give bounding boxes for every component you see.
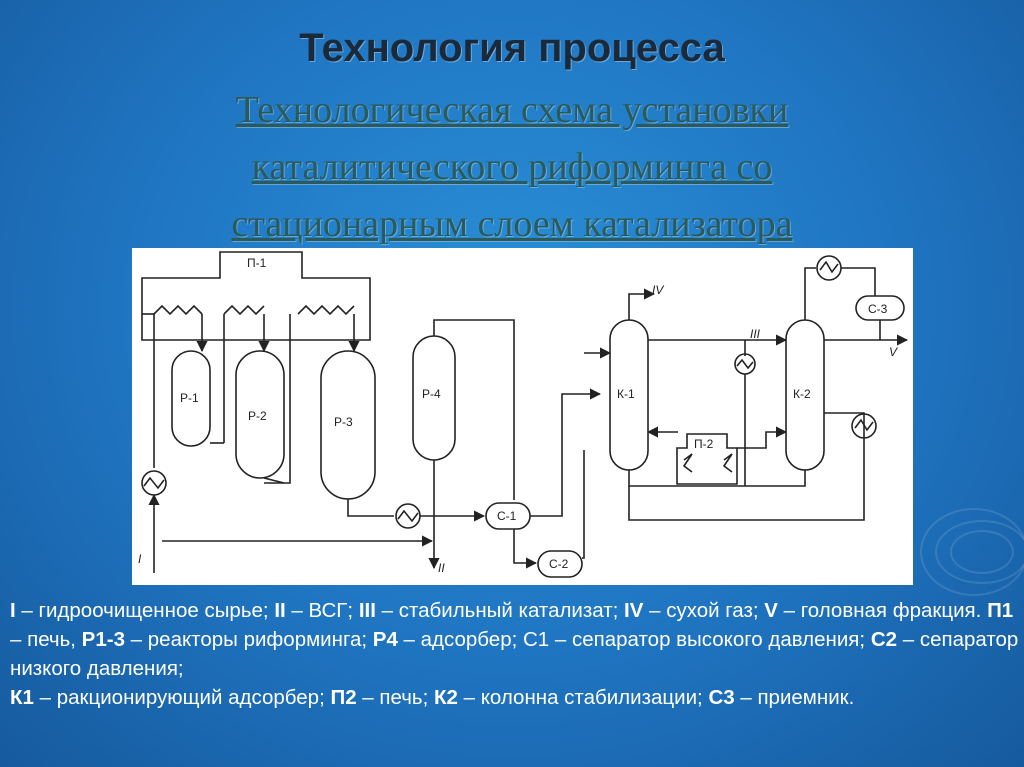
legend-key: П2: [330, 686, 357, 709]
legend-key: С3: [708, 686, 735, 709]
legend-key: С2: [870, 628, 898, 651]
stream-label-i: I: [138, 552, 142, 566]
legend-desc: – реакторы риформинга;: [124, 628, 373, 651]
subtitle-line: Технологическая схема установки: [235, 89, 789, 131]
heat-exchanger-5: [851, 413, 877, 439]
legend-desc: – сухой газ;: [643, 599, 765, 622]
label-k2: К-2: [793, 387, 811, 401]
furnace-p1-body: [141, 251, 371, 341]
legend-key: К1: [10, 686, 34, 709]
legend-desc: – печь;: [356, 686, 434, 709]
label-k1: К-1: [617, 387, 635, 401]
legend-desc: – ракционирующий адсорбер;: [33, 686, 331, 709]
furnace-p1-coil-1: [153, 304, 203, 316]
reactor-r1: [171, 350, 211, 447]
legend-key: II: [274, 599, 286, 622]
legend-text: I – гидроочищенное сырье; II – ВСГ; III …: [10, 596, 1020, 712]
legend-desc: – адсорбер; С1 – сепаратор высокого давл…: [397, 628, 871, 651]
furnace-p2-body: [676, 433, 738, 485]
stream-label-iii: III: [750, 327, 761, 341]
furnace-p2-coil-1: [682, 453, 693, 473]
legend-desc: – гидроочищенное сырье;: [15, 599, 275, 622]
legend-key: V: [764, 599, 778, 622]
label-r3: Р-3: [334, 415, 353, 429]
process-flow-diagram: П-1 Р-1 Р-2 Р-3 Р-4 С-1 С-2 К-1 П-2 К-2 …: [132, 248, 913, 585]
furnace-p2-coil-2: [722, 453, 733, 473]
furnace-p1-coil-2: [223, 304, 265, 316]
label-c3: С-3: [868, 302, 888, 316]
legend-desc: – сепаратор низкого давления;: [10, 628, 1019, 680]
legend-desc: – приемник.: [734, 686, 855, 709]
legend-key: П1: [987, 599, 1014, 622]
separator-c2: [537, 550, 583, 578]
stream-label-ii: II: [438, 561, 445, 575]
stream-label-v: V: [889, 345, 898, 359]
legend-desc: – колонна стабилизации;: [457, 686, 709, 709]
furnace-p1-coil-3: [297, 304, 355, 316]
legend-desc: – головная фракция.: [777, 599, 988, 622]
label-r1: Р-1: [180, 391, 199, 405]
slide-subtitle: Технологическая схема установки каталити…: [100, 82, 924, 253]
slide-title: Технология процесса: [299, 26, 725, 70]
process-flow-svg: П-1 Р-1 Р-2 Р-3 Р-4 С-1 С-2 К-1 П-2 К-2 …: [138, 251, 909, 578]
subtitle-line: каталитического риформинга со: [251, 146, 773, 188]
legend-key: I: [10, 599, 16, 622]
legend-desc: – стабильный катализат;: [375, 599, 625, 622]
decorative-ripple: [920, 508, 1024, 596]
legend-key: Р1-3: [81, 628, 125, 651]
label-c2: С-2: [549, 557, 569, 571]
label-r4: Р-4: [422, 387, 441, 401]
legend-key: К2: [433, 686, 458, 709]
legend-key: Р4: [372, 628, 398, 651]
stream-label-iv: IV: [652, 283, 664, 297]
label-c1: С-1: [497, 509, 517, 523]
label-p2: П-2: [694, 437, 714, 451]
legend-desc: – печь,: [10, 628, 82, 651]
legend-desc: – ВСГ;: [285, 599, 359, 622]
label-r2: Р-2: [248, 409, 267, 423]
label-p1: П-1: [247, 256, 267, 270]
subtitle-line: стационарным слоем катализатора: [231, 203, 793, 245]
legend-key: IV: [624, 599, 644, 622]
legend-key: III: [358, 599, 376, 622]
